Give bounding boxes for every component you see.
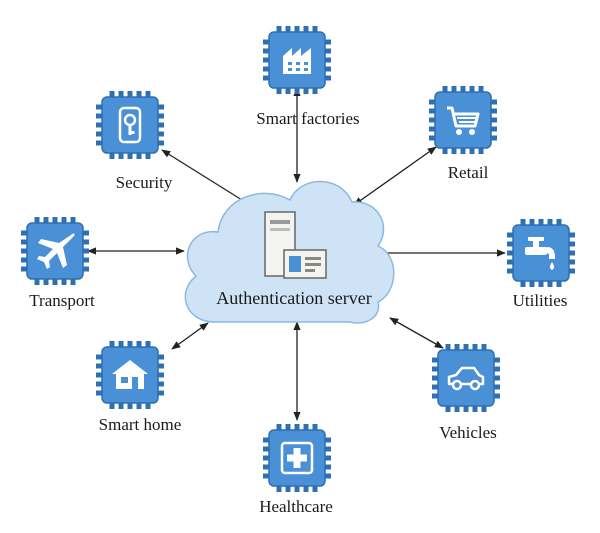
center-label: Authentication server bbox=[216, 288, 371, 308]
faucet-icon bbox=[525, 237, 555, 270]
server-icon bbox=[264, 211, 327, 279]
node-transport: Transport bbox=[21, 217, 95, 310]
connector-security bbox=[161, 149, 251, 206]
node-utilities: Utilities bbox=[507, 219, 575, 310]
car-icon bbox=[447, 366, 485, 391]
shopping-cart-icon bbox=[447, 106, 480, 135]
node-security: Security bbox=[96, 91, 173, 192]
node-label-smart-factories: Smart factories bbox=[256, 109, 359, 128]
node-vehicles: Vehicles bbox=[432, 344, 500, 442]
node-smart-factories: Smart factories bbox=[256, 26, 360, 128]
connectors bbox=[87, 87, 506, 421]
connector-smart-home bbox=[171, 322, 209, 350]
connector-retail bbox=[353, 146, 437, 206]
chip-body bbox=[507, 219, 575, 287]
node-smart-home: Smart home bbox=[96, 341, 181, 434]
node-label-healthcare: Healthcare bbox=[259, 497, 333, 516]
authentication-server-cloud: Authentication server bbox=[184, 180, 395, 324]
device-nodes: Smart factoriesRetailUtilitiesVehiclesHe… bbox=[21, 26, 575, 516]
node-label-security: Security bbox=[116, 173, 173, 192]
node-label-smart-home: Smart home bbox=[99, 415, 182, 434]
connector-vehicles bbox=[389, 317, 444, 349]
node-healthcare: Healthcare bbox=[259, 424, 333, 516]
house-icon bbox=[112, 360, 148, 389]
airplane-icon bbox=[37, 233, 75, 269]
chip-body bbox=[432, 344, 500, 412]
node-label-vehicles: Vehicles bbox=[439, 423, 497, 442]
medical-cross-icon bbox=[280, 441, 314, 475]
node-retail: Retail bbox=[429, 86, 497, 182]
node-label-retail: Retail bbox=[448, 163, 489, 182]
node-label-utilities: Utilities bbox=[513, 291, 568, 310]
factory-icon bbox=[283, 48, 311, 74]
chip-body bbox=[429, 86, 497, 154]
node-label-transport: Transport bbox=[29, 291, 95, 310]
keyhole-lock-icon bbox=[118, 106, 142, 144]
